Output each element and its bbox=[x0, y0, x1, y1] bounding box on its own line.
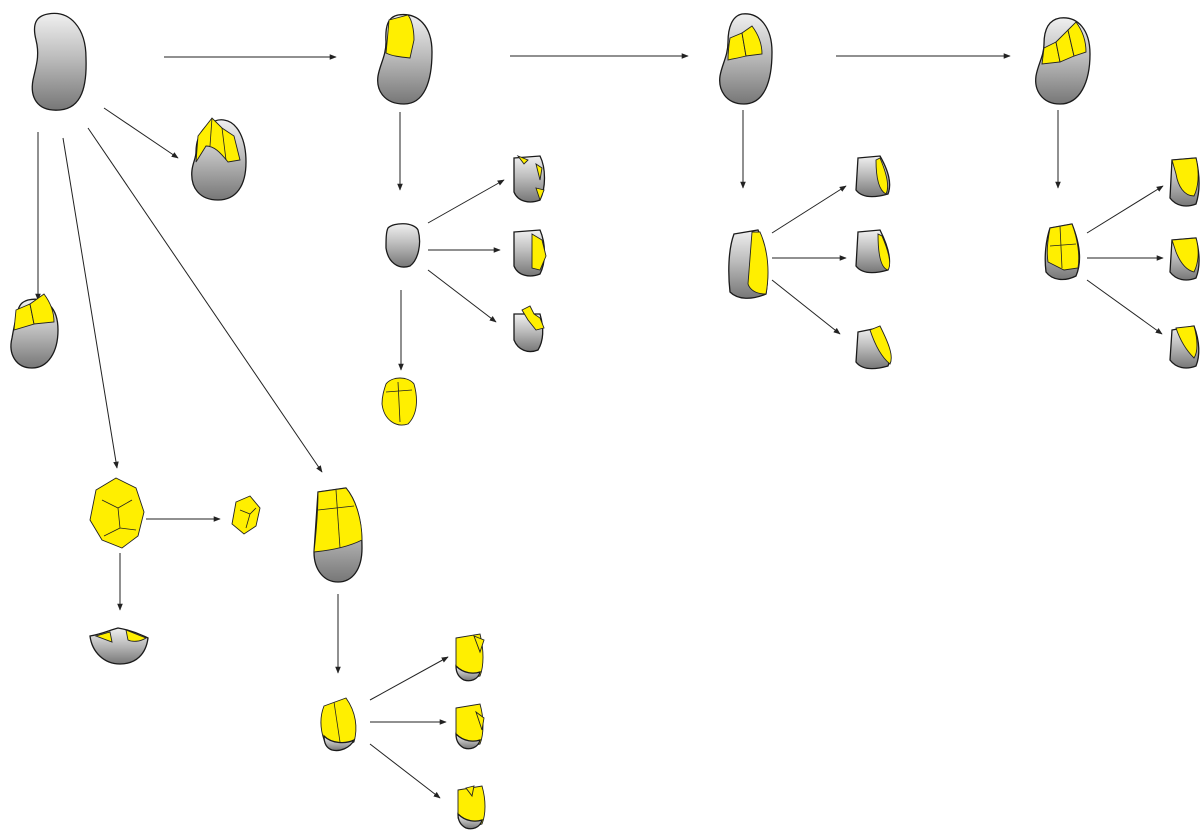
pebble-three-removals bbox=[1035, 17, 1091, 105]
arrow bbox=[87, 127, 323, 473]
polyhedral-core bbox=[89, 477, 145, 549]
arrow bbox=[62, 137, 119, 469]
arrow bbox=[771, 279, 841, 335]
retouched-piece-2b bbox=[855, 229, 891, 274]
retouched-piece-4b bbox=[455, 703, 485, 750]
arrow bbox=[369, 656, 449, 701]
pebble-two-removals-alt bbox=[10, 293, 59, 369]
retouched-piece-3a bbox=[1169, 157, 1200, 207]
split-pebble-segment bbox=[89, 627, 149, 665]
flaked-fragment bbox=[381, 377, 417, 426]
arrow bbox=[427, 269, 497, 323]
retouched-piece-1b bbox=[513, 229, 547, 277]
retouched-piece-3b bbox=[1169, 237, 1200, 281]
arrow bbox=[427, 179, 505, 224]
pebble-two-removals bbox=[719, 13, 773, 105]
arrow bbox=[1086, 279, 1163, 335]
reduced-polyhedral-core bbox=[231, 495, 261, 535]
multi-removal-pebble bbox=[191, 117, 247, 201]
unworked-pebble bbox=[31, 12, 87, 111]
large-flaked-block bbox=[313, 487, 363, 583]
pebble-one-removal bbox=[377, 13, 433, 105]
flake-dorsal-scars bbox=[1044, 223, 1081, 281]
flake-dorsal-cortex bbox=[728, 229, 769, 299]
arrow bbox=[103, 107, 179, 159]
retouched-piece-1a bbox=[513, 154, 546, 203]
arrow bbox=[1086, 185, 1164, 234]
arrow bbox=[771, 185, 847, 234]
arrows bbox=[35, 53, 1164, 799]
retouched-piece-1c bbox=[513, 305, 545, 353]
detached-flake bbox=[320, 697, 357, 752]
retouched-piece-2a bbox=[855, 155, 891, 198]
cortex-fragment bbox=[385, 223, 421, 268]
arrow bbox=[369, 743, 441, 799]
retouched-piece-2c bbox=[855, 325, 892, 370]
retouched-piece-4a bbox=[455, 633, 485, 682]
retouched-piece-3c bbox=[1169, 325, 1200, 369]
retouched-piece-4c bbox=[457, 785, 486, 830]
